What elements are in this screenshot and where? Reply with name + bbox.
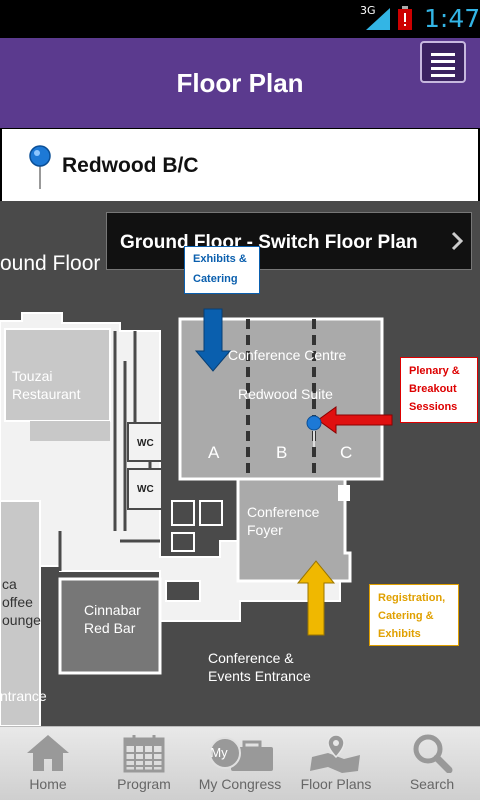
callout-plenary-breakout: Plenary & Breakout Sessions xyxy=(400,357,478,423)
room-entrance: ntrance xyxy=(0,688,47,704)
room-wc: WC xyxy=(137,484,154,495)
hamburger-icon xyxy=(431,60,455,63)
header-bar: Floor Plan xyxy=(0,38,480,128)
menu-button[interactable] xyxy=(420,41,466,83)
nav-search[interactable]: Search xyxy=(384,727,480,800)
my-briefcase-icon xyxy=(209,737,273,771)
page-title: Floor Plan xyxy=(176,68,304,98)
my-badge-text: My xyxy=(210,745,228,760)
room-wc: WC xyxy=(137,438,154,449)
switch-floor-button[interactable]: Ground Floor - Switch Floor Plan xyxy=(106,212,472,270)
network-type: 3G xyxy=(360,4,376,17)
nav-program-label: Program xyxy=(117,776,171,792)
room-conference-centre: Conference Centre xyxy=(228,347,347,363)
map-icon xyxy=(310,734,360,773)
signal-icon xyxy=(366,8,390,30)
room-coffee-lounge: ca offee ounge xyxy=(2,576,41,628)
room-events-entrance: Conference & Events Entrance xyxy=(208,650,311,684)
nav-search-label: Search xyxy=(409,776,455,792)
nav-floor-plans-label: Floor Plans xyxy=(300,776,372,792)
room-c: C xyxy=(340,443,353,462)
map-pin-icon xyxy=(29,145,51,189)
location-name: Redwood B/C xyxy=(62,154,199,177)
hamburger-icon xyxy=(431,74,455,77)
floor-plan-drawing xyxy=(0,308,393,726)
callout-exhibits-catering: Exhibits & Catering xyxy=(184,246,260,294)
nav-program[interactable]: Program xyxy=(96,727,192,800)
calendar-icon xyxy=(123,735,165,773)
switch-floor-label: Ground Floor - Switch Floor Plan xyxy=(120,232,418,253)
home-icon xyxy=(27,735,69,771)
nav-home-label: Home xyxy=(29,776,67,792)
hamburger-icon xyxy=(431,53,455,56)
chevron-right-icon xyxy=(451,231,463,251)
bottom-navigation: Home Program My My Congress Floor xyxy=(0,726,480,800)
callout-registration: Registration, Catering & Exhibits xyxy=(369,584,459,646)
nav-home[interactable]: Home xyxy=(0,727,96,800)
nav-floor-plans[interactable]: Floor Plans xyxy=(288,727,384,800)
room-redwood-suite: Redwood Suite xyxy=(238,386,333,402)
room-touzai: Touzai Restaurant xyxy=(12,368,81,402)
room-cinnabar: Cinnabar Red Bar xyxy=(84,602,141,636)
search-icon xyxy=(413,734,453,773)
hamburger-icon xyxy=(431,67,455,70)
status-bar: 3G 1:47 xyxy=(0,0,480,38)
clock: 1:47 xyxy=(424,4,480,33)
selected-location[interactable]: Redwood B/C xyxy=(2,129,478,201)
nav-my-congress-label: My Congress xyxy=(198,776,282,792)
room-a: A xyxy=(208,443,220,462)
battery-low-icon xyxy=(398,6,412,30)
nav-my-congress[interactable]: My My Congress xyxy=(192,727,288,800)
room-conference-foyer: Conference Foyer xyxy=(247,504,320,538)
room-b: B xyxy=(276,443,288,462)
